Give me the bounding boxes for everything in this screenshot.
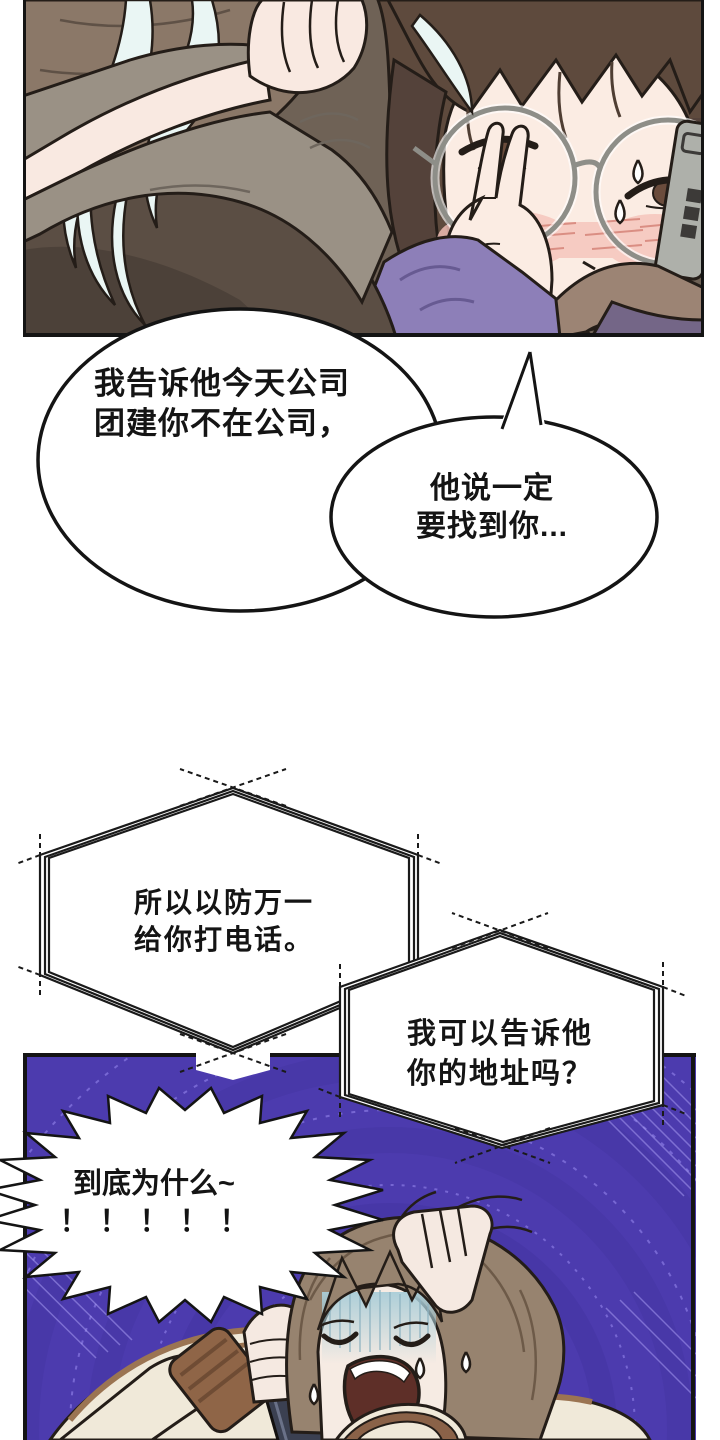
burst-bubble-text: 到底为什么~ ！！！！！ xyxy=(48,1165,259,1241)
speech-line: 他说一定 xyxy=(429,472,554,505)
speech-line: 我可以告诉他 xyxy=(406,1018,594,1050)
hex-bubble-2 xyxy=(316,912,687,1164)
speech-line: 到底为什么~ xyxy=(73,1168,235,1200)
speech-line: 我告诉他今天公司 xyxy=(94,366,350,401)
speech-line: 团建你不在公司， xyxy=(94,406,350,441)
hex-bubble-2-text: 我可以告诉他 你的地址吗？ xyxy=(407,1014,593,1094)
hex-bubble-1-text: 所以以防万一 给你打电话。 xyxy=(134,884,314,958)
speech-bubble-1-text: 我告诉他今天公司 团建你不在公司， xyxy=(94,364,350,444)
speech-line: 所以以防万一 xyxy=(133,887,315,918)
panel-1-illustration xyxy=(23,0,704,337)
blushing-character xyxy=(353,0,704,337)
speech-bubble-2-text: 他说一定 要找到你... xyxy=(416,470,568,546)
speech-line: 你的地址吗？ xyxy=(406,1058,594,1090)
speech-line: 要找到你... xyxy=(415,510,569,543)
sweat-drops xyxy=(614,159,644,225)
foreground-character xyxy=(23,0,474,337)
burst-bubble xyxy=(0,1086,384,1324)
screaming-character xyxy=(48,1190,652,1440)
speech-line: ！！！！！ xyxy=(59,1206,260,1238)
speech-line: 给你打电话。 xyxy=(133,924,315,955)
speech-bubble-2 xyxy=(329,351,659,619)
hex-bubble-1 xyxy=(15,768,443,1080)
